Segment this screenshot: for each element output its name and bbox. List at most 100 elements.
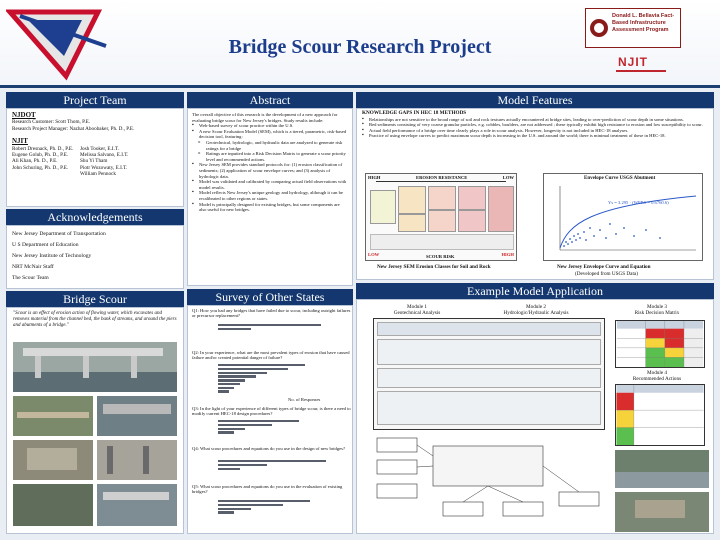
survey-bar — [218, 463, 267, 467]
njit-logo: NJIT — [610, 52, 670, 78]
survey-bar — [218, 324, 322, 327]
project-team-header: Project Team — [6, 92, 184, 108]
scour-high-label: HIGH — [501, 252, 514, 257]
bridge-scour-body: "Scour is an effect of erosion action of… — [6, 307, 184, 534]
acknowledgements-body: New Jersey Department of Transportation … — [6, 225, 184, 289]
njdot-line: Research Customer: Scott Thom, P.E. — [12, 119, 91, 126]
survey-chart-5 — [218, 500, 340, 515]
module-3-subtitle: Risk Decision Matrix — [634, 310, 680, 316]
survey-bar — [218, 503, 284, 507]
example-model-header: Example Model Application — [356, 283, 714, 299]
gap-item: Bed sediments consisting of very coarse … — [362, 122, 708, 128]
program-logo-text: Donald L. Bellavia Fact-Based Infrastruc… — [612, 13, 675, 33]
decision-flowchart — [376, 437, 600, 517]
gap-item: Practice of using envelope curves to pre… — [362, 133, 708, 139]
survey-bar — [218, 423, 273, 427]
ack-item: New Jersey Institute of Technology — [12, 253, 92, 259]
caption-right-1: New Jersey Envelope Curve and Equation — [557, 264, 651, 270]
module-4-title: Module 4 — [646, 370, 668, 376]
survey-bar — [218, 375, 256, 378]
njdot-line: Research Project Manager: Nazhat Aboobak… — [12, 125, 135, 132]
survey-bar — [218, 364, 305, 367]
survey-q4-text: Q4: What scour procedures and equations … — [192, 446, 346, 451]
knowledge-gaps-heading: KNOWLEDGE GAPS IN HEC 18 METHODS — [362, 110, 467, 116]
class-cell — [488, 186, 514, 232]
team-member: Josh Tooker, E.I.T. — [80, 145, 119, 152]
gap-item: Actual field performance of a bridge ove… — [362, 128, 708, 134]
survey-body: Q1: How you had any bridges that have fa… — [187, 305, 353, 534]
module-4-subtitle: Recommended Actions — [632, 376, 682, 382]
example-model-body: Module 1 Geotechnical Analysis Module 2 … — [356, 299, 714, 534]
envelope-curve-equation: Ys = 3.295 · (WPRS = 0.6760.6) — [608, 200, 669, 205]
erosion-class-cells — [370, 186, 514, 232]
team-member: William Pennock — [80, 171, 116, 178]
abstract-item: Web-based survey of scour practice withi… — [192, 123, 348, 129]
team-member: Shu Yi Tham — [80, 158, 108, 165]
survey-question-4: Q4: What scour procedures and equations … — [192, 446, 352, 451]
scour-low-label: LOW — [368, 252, 380, 257]
ack-item: NRT McNair Staff — [12, 264, 54, 270]
model-features-header: Model Features — [356, 92, 714, 108]
njit-underline — [616, 70, 666, 72]
risk-matrix-grid — [616, 321, 704, 367]
njdot-logo-icon — [6, 9, 107, 81]
ack-item: U S Department of Education — [12, 242, 79, 248]
erosion-high-label: HIGH — [368, 175, 381, 180]
recommended-actions-table — [615, 384, 705, 446]
survey-q1-text: Q1: How you had any bridges that have fa… — [192, 308, 351, 319]
survey-q2-text: Q2: In your experience, what are the mos… — [192, 350, 350, 361]
survey-bar — [218, 427, 246, 430]
survey-header: Survey of Other States — [187, 289, 353, 305]
class-cell — [458, 210, 486, 232]
abstract-item: A new Scour Evaluation Model (SEM), whic… — [192, 129, 348, 140]
njit-col-right: Josh Tooker, E.I.T. Melissa Salvano, E.I… — [80, 146, 128, 178]
abstract-item: Model is principally designed for existi… — [192, 202, 348, 213]
abstract-body: The overall objective of this research i… — [187, 108, 353, 286]
abstract-intro: The overall objective of this research i… — [192, 112, 338, 123]
survey-bar — [218, 507, 251, 510]
form-section — [377, 391, 601, 425]
module-2-title: Module 2 — [525, 304, 547, 310]
envelope-curve-chart: Envelope Curve USGS Abutment Ys = 3.295 … — [543, 173, 703, 261]
abstract-header: Abstract — [187, 92, 353, 108]
njit-heading: NJIT — [12, 137, 28, 146]
abstract-item: Model reflects New Jersey's unique geolo… — [192, 190, 348, 201]
form-section — [377, 339, 601, 365]
envelope-curve-plot — [559, 186, 697, 251]
survey-bar — [218, 371, 267, 374]
survey-chart-4 — [218, 460, 340, 471]
abstract-item: Model was validated and calibrated by co… — [192, 179, 348, 190]
field-photos — [615, 450, 709, 532]
form-section — [377, 322, 601, 336]
survey-q5-text: Q5: What scour procedures and equations … — [192, 484, 343, 495]
njit-logo-text: NJIT — [618, 55, 649, 69]
survey-bar — [218, 460, 327, 463]
caption-right-2: (Developed from USGS Data) — [575, 271, 638, 277]
survey-bar — [218, 420, 300, 423]
team-member: Eugene Golub, Ph. D., P.E. — [12, 152, 69, 159]
survey-q3-text: Q3: In the light of your experience of d… — [192, 406, 351, 417]
njit-col-left: Robert Dresnack, Ph. D., P.E. Eugene Gol… — [12, 146, 80, 178]
survey-chart-1 — [218, 324, 340, 332]
abstract-subitem: Geotechnical, hydrologic, and hydraulic … — [192, 140, 348, 151]
survey-axis-label: No. of Responses — [288, 397, 321, 402]
survey-question-3: Q3: In the light of your experience of d… — [192, 406, 352, 417]
module-2-label: Module 2 Hydrologic/Hydraulic Analysis — [481, 304, 591, 316]
team-member: Melissa Salvano, E.I.T. — [80, 152, 129, 159]
erosion-arrow — [376, 181, 506, 182]
poster-header: Bridge Scour Research Project Donald L. … — [0, 0, 720, 88]
envelope-curve-title: Envelope Curve USGS Abutment — [584, 176, 656, 181]
module-3-title: Module 3 — [646, 304, 668, 310]
model-features-body: KNOWLEDGE GAPS IN HEC 18 METHODS Relatio… — [356, 108, 714, 280]
module-1-subtitle: Geotechnical Analysis — [393, 310, 441, 316]
scour-definition-quote: "Scour is an effect of erosion action of… — [13, 311, 177, 328]
seal-icon — [590, 19, 608, 37]
project-team-body: NJDOT Research Customer: Scott Thom, P.E… — [6, 108, 184, 207]
gap-item: Relationships are not sensitive to the b… — [362, 117, 708, 123]
scour-risk-label: SCOUR RISK — [426, 254, 455, 259]
survey-bar — [218, 467, 240, 470]
class-description-row — [370, 234, 514, 250]
class-cell — [398, 214, 426, 232]
survey-bar — [218, 390, 229, 393]
program-logo: Donald L. Bellavia Fact-Based Infrastruc… — [585, 8, 681, 48]
